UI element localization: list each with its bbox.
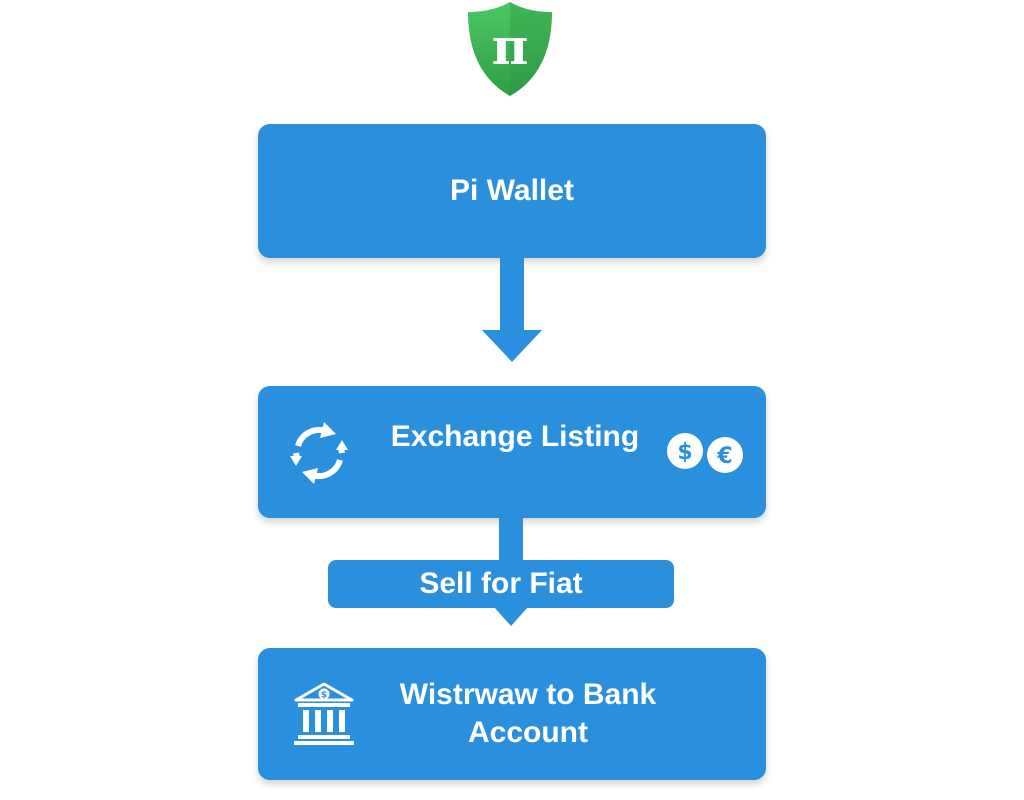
svg-text:π: π (492, 17, 529, 76)
step-sell-for-fiat: Sell for Fiat (328, 560, 674, 608)
refresh-arrows-icon (286, 420, 352, 486)
step-exchange-listing-label: Exchange Listing (390, 420, 640, 453)
step-withdraw-line1: Wistrwaw to Bank (399, 678, 657, 711)
svg-text:$: $ (677, 440, 692, 465)
step-pi-wallet: Pi Wallet (258, 124, 766, 258)
arrow-wallet-to-exchange (480, 258, 544, 364)
step-withdraw-label: Wistrwaw to Bank Account (370, 676, 686, 752)
step-pi-wallet-label: Pi Wallet (450, 174, 574, 207)
pi-shield-icon: π (466, 0, 554, 98)
svg-text:€: € (716, 444, 732, 469)
svg-text:$: $ (321, 691, 327, 701)
step-sell-for-fiat-label: Sell for Fiat (419, 567, 583, 600)
step-withdraw-line2: Account (468, 716, 588, 749)
arrow-head-down-icon (494, 607, 528, 627)
euro-coin-icon: € (706, 436, 744, 474)
arrow-exchange-to-withdraw (499, 518, 523, 562)
bank-icon: $ (292, 682, 356, 746)
dollar-coin-icon: $ (666, 432, 704, 470)
